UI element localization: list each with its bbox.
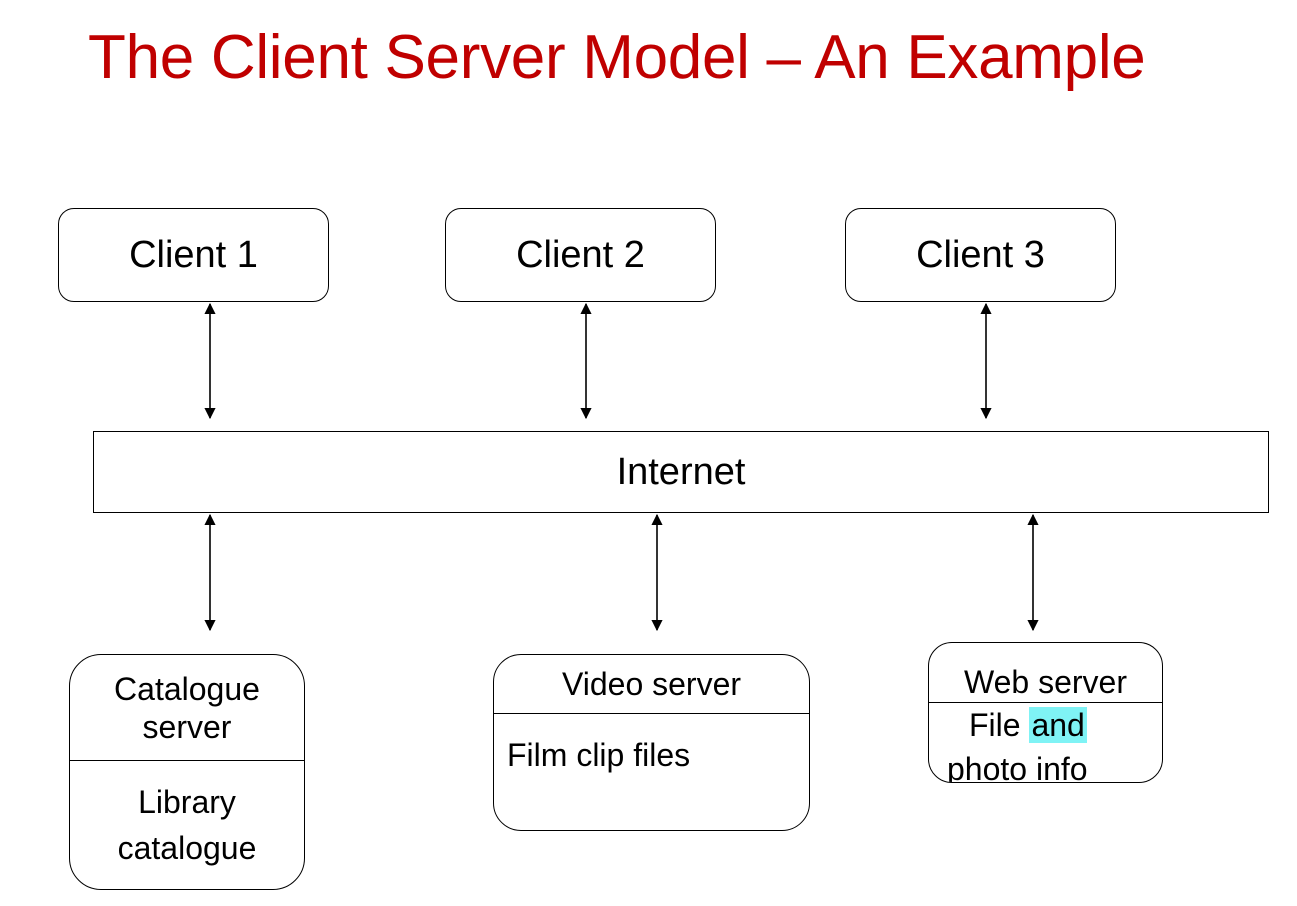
catalogue-server-content-line2: catalogue (117, 830, 257, 866)
video-server-name: Video server (561, 666, 742, 702)
video-server-header: Video server (494, 655, 809, 714)
video-server-box: Video server Film clip files (493, 654, 810, 831)
catalogue-server-box: Catalogue server Library catalogue (69, 654, 305, 890)
page-title: The Client Server Model – An Example (88, 23, 1146, 92)
client-3-box: Client 3 (845, 208, 1116, 302)
web-server-header: Web server (929, 643, 1162, 703)
video-server-content-text: Film clip files (507, 737, 691, 773)
catalogue-server-name-line2: server (142, 708, 232, 745)
client-1-label: Client 1 (129, 233, 258, 276)
client-2-box: Client 2 (445, 208, 716, 302)
catalogue-server-content-line1: Library (138, 784, 236, 820)
client-1-box: Client 1 (58, 208, 329, 302)
web-server-content-line2: photo info (947, 751, 1088, 783)
client-2-label: Client 2 (516, 233, 645, 276)
client-3-label: Client 3 (916, 233, 1045, 276)
video-server-content: Film clip files (494, 714, 809, 830)
catalogue-server-header: Catalogue server (70, 655, 304, 761)
web-server-box: Web server File and photo info (928, 642, 1163, 783)
catalogue-server-name-line1: Catalogue (114, 670, 260, 707)
web-server-content-pre: File (969, 707, 1030, 743)
web-server-content-highlight: and (1029, 707, 1087, 743)
web-server-name: Web server (963, 663, 1127, 700)
internet-label: Internet (616, 450, 746, 493)
internet-box: Internet (93, 431, 1269, 513)
catalogue-server-content: Library catalogue (70, 761, 304, 889)
web-server-content: File and photo info (929, 703, 1162, 782)
